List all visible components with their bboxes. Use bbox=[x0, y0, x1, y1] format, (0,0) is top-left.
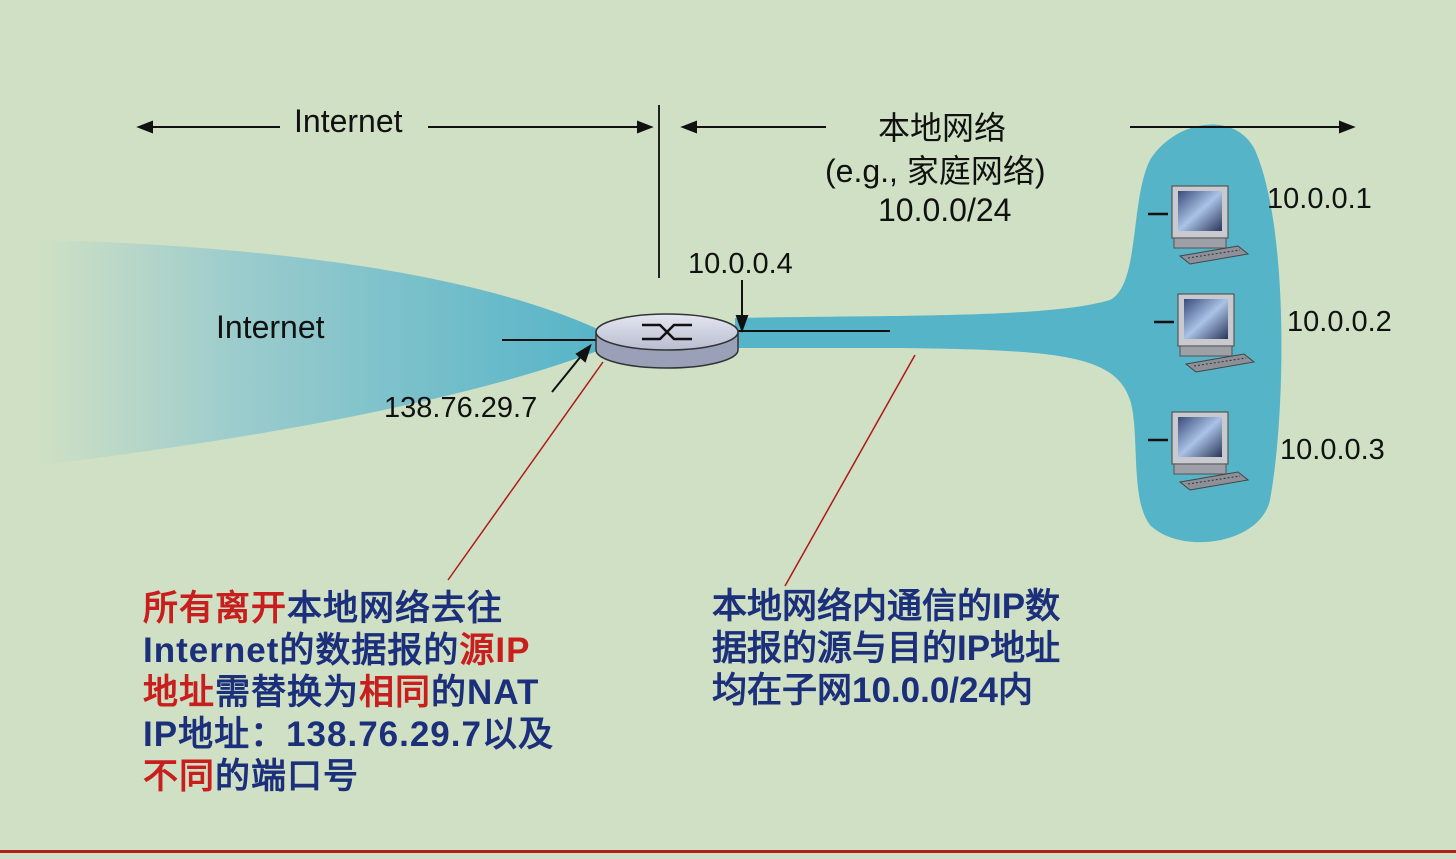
highlight-text: 不同 bbox=[143, 757, 216, 796]
host-ip-label-2: 10.0.0.2 bbox=[1287, 306, 1392, 338]
router-lan-ip-label: 10.0.0.4 bbox=[688, 248, 793, 280]
note-text: 本地网络去往 bbox=[287, 589, 504, 628]
host-computer-icon bbox=[1148, 411, 1250, 491]
right-note-line: 均在子网10.0.0/24内 bbox=[712, 671, 1033, 710]
host-ip-label-1: 10.0.0.1 bbox=[1267, 183, 1372, 215]
right-note-line: 据报的源与目的IP地址 bbox=[712, 629, 1061, 668]
wan-ip-pointer bbox=[551, 343, 592, 393]
internet-header-label: Internet bbox=[294, 103, 403, 139]
right-note-line: 本地网络内通信的IP数 bbox=[712, 587, 1061, 626]
left-note-line: 地址需替换为相同的NAT bbox=[143, 672, 554, 714]
host-computer-icon bbox=[1154, 293, 1256, 373]
right-note-pointer bbox=[784, 354, 916, 587]
router-wan-ip-label: 138.76.29.7 bbox=[384, 392, 538, 424]
local-network-subnet-label: 10.0.0/24 bbox=[878, 192, 1012, 228]
note-text: 的数据报的 bbox=[279, 631, 460, 670]
left-note-line: 所有离开本地网络去往 bbox=[143, 588, 554, 630]
highlight-text: 地址 bbox=[143, 673, 216, 712]
highlight-text: 所有离开 bbox=[143, 589, 288, 628]
bottom-rule bbox=[0, 850, 1456, 853]
local-network-shape bbox=[735, 124, 1282, 543]
local-network-header-label: 本地网络 bbox=[878, 110, 1007, 146]
note-text: 需替换为 bbox=[215, 673, 360, 712]
internet-extent-arrow bbox=[136, 120, 654, 134]
right-note: 本地网络内通信的IP数据报的源与目的IP地址均在子网10.0.0/24内 bbox=[712, 586, 1060, 712]
left-note-pointer bbox=[447, 361, 604, 581]
left-note-line: IP地址：138.76.29.7以及 bbox=[143, 714, 554, 756]
internet-cloud-shape bbox=[40, 240, 600, 465]
local-network-extent-arrow bbox=[680, 120, 1356, 134]
note-text: 的端口号 bbox=[215, 757, 360, 796]
note-text: Internet bbox=[143, 631, 280, 670]
note-text: IP地址：138.76.29.7以及 bbox=[143, 715, 554, 754]
highlight-text: 源IP bbox=[459, 631, 531, 670]
left-note-line: Internet的数据报的源IP bbox=[143, 630, 554, 672]
lan-ip-pointer bbox=[735, 280, 749, 333]
internet-cloud-label: Internet bbox=[216, 309, 325, 345]
note-text: 的NAT bbox=[431, 673, 540, 712]
host-computer-icon bbox=[1148, 185, 1250, 265]
local-network-example-label: (e.g., 家庭网络) bbox=[825, 153, 1046, 189]
left-note-line: 不同的端口号 bbox=[143, 756, 554, 798]
nat-router bbox=[595, 313, 739, 369]
highlight-text: 相同 bbox=[359, 673, 432, 712]
host-ip-label-3: 10.0.0.3 bbox=[1280, 434, 1385, 466]
